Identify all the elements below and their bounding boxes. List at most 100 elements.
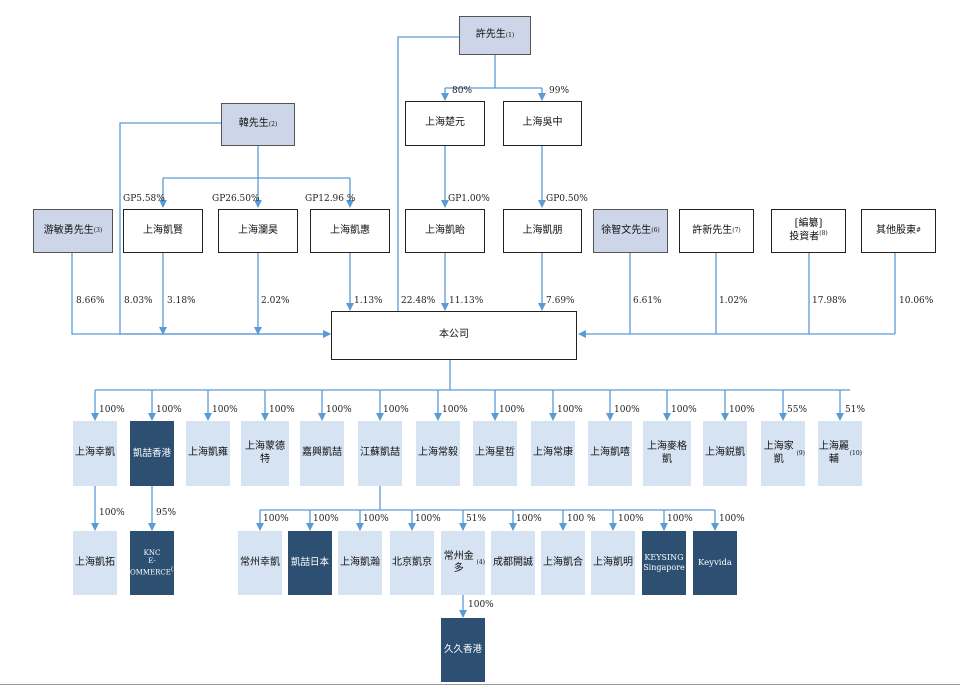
shareholder-kaihui-label: 上海凱惠 [330, 224, 370, 236]
pct-lanwu-co: 2.02% [261, 296, 290, 306]
shareholder-chuyuan: 上海楚元 [405, 101, 485, 146]
jiangsu-sub-label: Keyvida [698, 557, 732, 568]
pct-jiangsu-sub: 100% [313, 514, 339, 524]
shareholder-investor-label-top: [編纂] [794, 217, 823, 229]
jiangsu-sub-box: KEYSING Singapore [642, 531, 686, 595]
pct-kaiyi-co: 11.13% [449, 296, 484, 306]
jiangsu-sub-box: 常州幸凱 [238, 531, 282, 595]
jiangsu-sub-box: 常州金多(4) [441, 531, 485, 595]
pct-subsidiary: 100% [729, 405, 755, 415]
jiangsu-sub-box: 北京凱京 [390, 531, 434, 595]
subsidiary-label: 上海麥格凱 [647, 441, 687, 465]
subsidiary-label: 上海家凱 [763, 441, 794, 465]
shareholder-lanwu: 上海瀾昊 [218, 209, 298, 253]
jiangsu-sub-box: 成都開誠 [491, 531, 535, 595]
subsidiary-box: 凱喆香港 [130, 421, 174, 486]
pct-han-kaihui: GP12.96 % [305, 194, 356, 204]
pct-jiangsu-sub: 100 % [567, 514, 596, 524]
jiangsu-sub-box: 上海凱合 [541, 531, 585, 595]
pct-you-co: 8.66% [76, 296, 105, 306]
shareholder-kaiyi: 上海凱眙 [405, 209, 485, 253]
pct-xuzhiwen-co: 6.61% [633, 296, 662, 306]
pct-xu-co: 22.48% [401, 296, 436, 306]
subsidiary-box: 上海星哲 [473, 421, 517, 486]
keysing-label-bottom: Singapore [643, 563, 685, 572]
keysing-label-top: KEYSING [644, 553, 684, 562]
subsidiary-box: 上海麥格凱 [643, 421, 691, 486]
subsidiary-box: 上海凱拓 [73, 531, 117, 595]
pct-kaituo: 100% [99, 508, 125, 518]
pct-han-lanwu: GP26.50% [212, 194, 260, 204]
pct-han-co: 8.03% [124, 296, 153, 306]
subsidiary-label: 嘉興凱喆 [302, 447, 342, 459]
subsidiary-label: 上海凱雍 [188, 447, 228, 459]
shareholder-chuyuan-label: 上海楚元 [425, 117, 465, 129]
shareholder-others: 其他股東# [861, 209, 936, 253]
jiangsu-sub-box: 上海凱明 [591, 531, 635, 595]
subsidiary-box: 嘉興凱喆 [300, 421, 344, 486]
subsidiary-label: 上海麗輔 [818, 441, 849, 465]
subsidiary-box: 久久香港 [441, 618, 485, 682]
pct-subsidiary: 100% [499, 405, 525, 415]
pct-kaihui-co: 1.13% [354, 296, 383, 306]
knc-label-top: KNC [143, 548, 161, 557]
subsidiary-box: 上海凱嘻 [588, 421, 632, 486]
pct-jiangsu-sub: 100% [516, 514, 542, 524]
pct-subsidiary: 100% [212, 405, 238, 415]
subsidiary-label: 上海幸凱 [75, 447, 115, 459]
shareholder-investor-label-bottom: 投資者 [789, 231, 820, 243]
pct-xu-chuyuan: 80% [452, 86, 473, 96]
shareholder-xu: 許先生(1) [459, 16, 531, 55]
shareholder-you: 游敏勇先生(3) [33, 209, 113, 253]
jiangsu-sub-box: Keyvida [693, 531, 737, 595]
pct-subsidiary: 100% [99, 405, 125, 415]
shareholder-kaixian: 上海凱賢 [123, 209, 203, 253]
pct-jiangsu-sub: 100% [667, 514, 693, 524]
pct-jiangsu-sub: 100% [363, 514, 389, 524]
jiangsu-sub-label: 北京凱京 [392, 556, 432, 568]
subsidiary-label: 上海蒙德特 [245, 441, 285, 465]
shareholder-xu-zhiwen-label: 徐智文先生 [601, 224, 652, 236]
subsidiary-box: 上海麗輔(10) [818, 421, 862, 486]
pct-kaixian-co: 3.18% [167, 296, 196, 306]
subsidiary-label: 凱喆香港 [132, 447, 171, 459]
company-box: 本公司 [331, 311, 577, 360]
shareholder-wuzhong: 上海吳中 [503, 101, 582, 146]
pct-wuzhong-kaipeng: GP0.50% [546, 194, 588, 204]
subsidiary-box: 上海家凱(9) [761, 421, 805, 486]
shareholder-kaixian-label: 上海凱賢 [143, 224, 183, 236]
pct-jiangsu-sub: 100% [263, 514, 289, 524]
pct-subsidiary: 51% [845, 405, 866, 415]
company-label: 本公司 [439, 329, 469, 341]
subsidiary-box: 上海常康 [531, 421, 575, 486]
shareholder-xu-label: 許先生 [475, 29, 506, 41]
pct-subsidiary: 100% [671, 405, 697, 415]
subsidiary-label: 上海常毅 [418, 447, 458, 459]
pct-subsidiary: 100% [557, 405, 583, 415]
shareholder-investor: [編纂] 投資者(8) [771, 209, 846, 253]
pct-investor-co: 17.98% [812, 296, 847, 306]
pct-subsidiary: 55% [787, 405, 808, 415]
pct-knc: 95% [156, 508, 177, 518]
jiangsu-sub-label: 凱喆日本 [290, 557, 329, 569]
jiangsu-sub-label: 常州幸凱 [240, 556, 280, 568]
jiangsu-sub-box: 上海凱瀚 [338, 531, 382, 595]
subsidiary-label: 上海凱嘻 [590, 447, 630, 459]
pct-jiujiu: 100% [468, 600, 494, 610]
pct-jiangsu-sub: 100% [719, 514, 745, 524]
subsidiary-box: 上海鋭凱 [703, 421, 747, 486]
shareholder-han-label: 韓先生 [238, 118, 269, 130]
subsidiary-label: 上海星哲 [475, 447, 515, 459]
page-divider [0, 684, 960, 685]
subsidiary-label: 上海凱拓 [75, 556, 115, 568]
jiangsu-sub-label: 成都開誠 [493, 556, 533, 568]
pct-han-kaixian: GP5.58% [123, 194, 165, 204]
pct-subsidiary: 100% [614, 405, 640, 415]
shareholder-wuzhong-label: 上海吳中 [522, 117, 563, 129]
subsidiary-box: 上海幸凱 [73, 421, 117, 486]
shareholder-kaiyi-label: 上海凱眙 [425, 224, 465, 236]
shareholder-han: 韓先生(2) [221, 103, 295, 146]
subsidiary-label: 上海常康 [533, 447, 573, 459]
pct-subsidiary: 100% [383, 405, 409, 415]
